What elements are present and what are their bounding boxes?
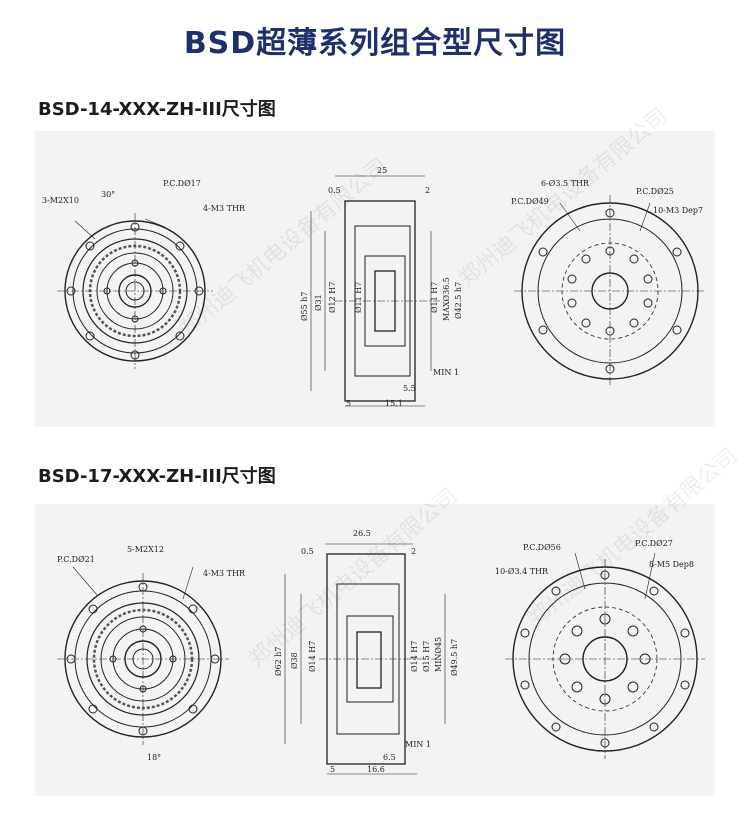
dim-label: 4-M3 THR bbox=[203, 569, 246, 578]
dim-label: 4-M3 THR bbox=[203, 204, 246, 213]
back-view bbox=[505, 552, 705, 759]
dim-label: P.C.DØ49 bbox=[511, 197, 549, 206]
dim-label: 2 bbox=[425, 186, 430, 195]
back-view bbox=[514, 195, 706, 387]
dim-label: Ø38 bbox=[290, 652, 299, 669]
dim-label: 18° bbox=[147, 753, 161, 762]
page-title: BSD超薄系列组合型尺寸图 bbox=[183, 26, 567, 61]
dim-label: MAXØ36.5 bbox=[442, 277, 451, 321]
drawing-panel-bsd17: P.C.DØ21 5-M2X12 4-M3 THR 18° 0.5 26.5 2… bbox=[35, 504, 715, 796]
dim-label: 30° bbox=[101, 190, 115, 199]
side-view bbox=[310, 175, 440, 407]
dim-label: Ø14 H7 bbox=[410, 641, 419, 672]
dim-label: Ø55 h7 bbox=[300, 291, 309, 321]
dim-label: Ø12 H7 bbox=[328, 282, 337, 313]
dim-label: Ø11 H7 bbox=[354, 282, 363, 313]
drawing-panel-bsd14: 3-M2X10 30° P.C.DØ17 4-M3 THR 0.5 25 2 Ø… bbox=[35, 131, 715, 427]
dim-label: Ø62 h7 bbox=[274, 646, 283, 676]
dim-label: P.C.DØ25 bbox=[636, 187, 674, 196]
dim-label: Ø31 bbox=[314, 294, 323, 311]
dim-label: 26.5 bbox=[353, 529, 371, 538]
side-view bbox=[284, 543, 446, 775]
dim-label: 8-M5 Dep8 bbox=[649, 560, 694, 569]
dim-label: 3-M2X10 bbox=[42, 196, 79, 205]
dim-label: P.C.DØ21 bbox=[57, 555, 95, 564]
dim-label: 5.5 bbox=[403, 384, 416, 393]
dim-label: Ø49.5 h7 bbox=[450, 639, 459, 676]
dim-label: Ø42.5 h7 bbox=[454, 282, 463, 319]
dim-label: 16.6 bbox=[367, 765, 385, 774]
dim-label: Ø14 H7 bbox=[308, 641, 317, 672]
dim-label: 5 bbox=[346, 399, 351, 408]
dim-label: 5-M2X12 bbox=[127, 545, 164, 554]
dim-label: MINØ45 bbox=[434, 637, 443, 672]
dim-label: MIN 1 bbox=[405, 740, 431, 749]
dim-label: 6-Ø3.5 THR bbox=[541, 179, 590, 188]
dim-label: Ø11 H7 bbox=[430, 282, 439, 313]
dim-label: 2 bbox=[411, 547, 416, 556]
dim-label: 6.5 bbox=[383, 753, 396, 762]
dim-label: 10-M3 Dep7 bbox=[653, 206, 703, 215]
drawing-bsd17: P.C.DØ21 5-M2X12 4-M3 THR 18° 0.5 26.5 2… bbox=[57, 529, 705, 775]
dim-label: P.C.DØ56 bbox=[523, 543, 561, 552]
drawing-bsd14: 3-M2X10 30° P.C.DØ17 4-M3 THR 0.5 25 2 Ø… bbox=[42, 166, 706, 408]
dim-label: 15.1 bbox=[385, 399, 403, 408]
dim-label: 0.5 bbox=[328, 186, 341, 195]
section-title-bsd17: BSD-17-XXX-ZH-III尺寸图 bbox=[38, 466, 276, 487]
dim-label: 25 bbox=[377, 166, 387, 175]
dim-label: 0.5 bbox=[301, 547, 314, 556]
dim-label: P.C.DØ17 bbox=[163, 179, 201, 188]
section-title-bsd14: BSD-14-XXX-ZH-III尺寸图 bbox=[38, 99, 276, 120]
front-view bbox=[57, 213, 213, 369]
dim-label: 5 bbox=[330, 765, 335, 774]
dim-label: 10-Ø3.4 THR bbox=[495, 567, 549, 576]
dim-label: MIN 1 bbox=[433, 368, 459, 377]
front-view bbox=[57, 566, 229, 745]
dim-label: Ø15 H7 bbox=[422, 641, 431, 672]
dim-label: P.C.DØ27 bbox=[635, 539, 673, 548]
